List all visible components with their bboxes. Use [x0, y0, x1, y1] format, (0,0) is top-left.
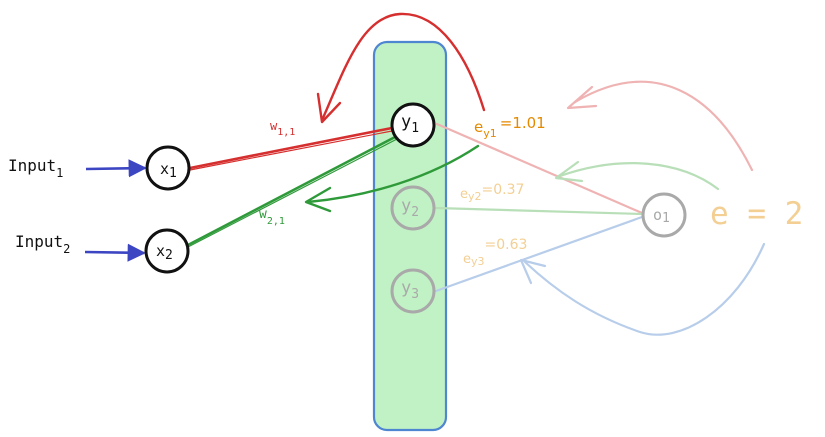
- edge-y2-o1: [434, 206, 644, 216]
- total-error-label: e = 2: [710, 196, 803, 232]
- svg-text:y1: y1: [401, 112, 419, 136]
- error-label-y2: ey2=0.37: [460, 182, 524, 203]
- hidden-node-y1: y1: [390, 102, 436, 148]
- hidden-layer-box: [372, 40, 448, 432]
- svg-text:y3: y3: [401, 278, 419, 302]
- svg-text:x1: x1: [160, 160, 177, 181]
- backprop-arrow-faded-blue: [523, 242, 766, 336]
- input-label-1: Input1: [8, 156, 63, 180]
- input-arrow-2: [84, 243, 146, 262]
- backprop-arrow-faded-green-head: [554, 160, 584, 183]
- backprop-arrow-green: [306, 144, 480, 204]
- edge-x1-y1-sketch: [189, 130, 393, 171]
- svg-text:x2: x2: [156, 242, 173, 263]
- input-arrow-1: [85, 159, 147, 178]
- input-node-x2: x2: [144, 228, 190, 274]
- error-label-y1: ey1=1.01: [474, 114, 546, 140]
- backprop-arrow-red: [321, 12, 486, 120]
- backprop-arrow-faded-red-head: [566, 85, 598, 110]
- weight-label-w21: w2,1: [259, 207, 285, 227]
- backprop-arrow-faded-red: [573, 80, 754, 172]
- backprop-arrow-red-head: [316, 92, 342, 124]
- svg-text:y2: y2: [401, 196, 419, 220]
- edge-y3-o1: [434, 215, 644, 293]
- backprop-arrow-faded-blue-head: [519, 258, 547, 285]
- weight-label-w11: w1,1: [270, 119, 295, 138]
- hidden-node-y2: y2: [390, 185, 436, 231]
- backprop-arrow-faded-green: [558, 162, 720, 191]
- svg-text:o1: o1: [653, 206, 670, 226]
- hidden-node-y3: y3: [390, 268, 436, 314]
- output-node-o1: o1: [641, 192, 687, 238]
- backprop-arrow-green-head: [304, 186, 332, 213]
- input-node-x1: x1: [145, 145, 191, 191]
- edge-x2-y1: [186, 134, 399, 247]
- edge-x1-y1: [188, 126, 394, 170]
- edge-x2-y1-sketch: [187, 138, 398, 248]
- input-label-2: Input2: [15, 232, 70, 256]
- error-label-y3: ey3=0.63: [463, 237, 527, 268]
- edge-y1-o1: [435, 122, 644, 215]
